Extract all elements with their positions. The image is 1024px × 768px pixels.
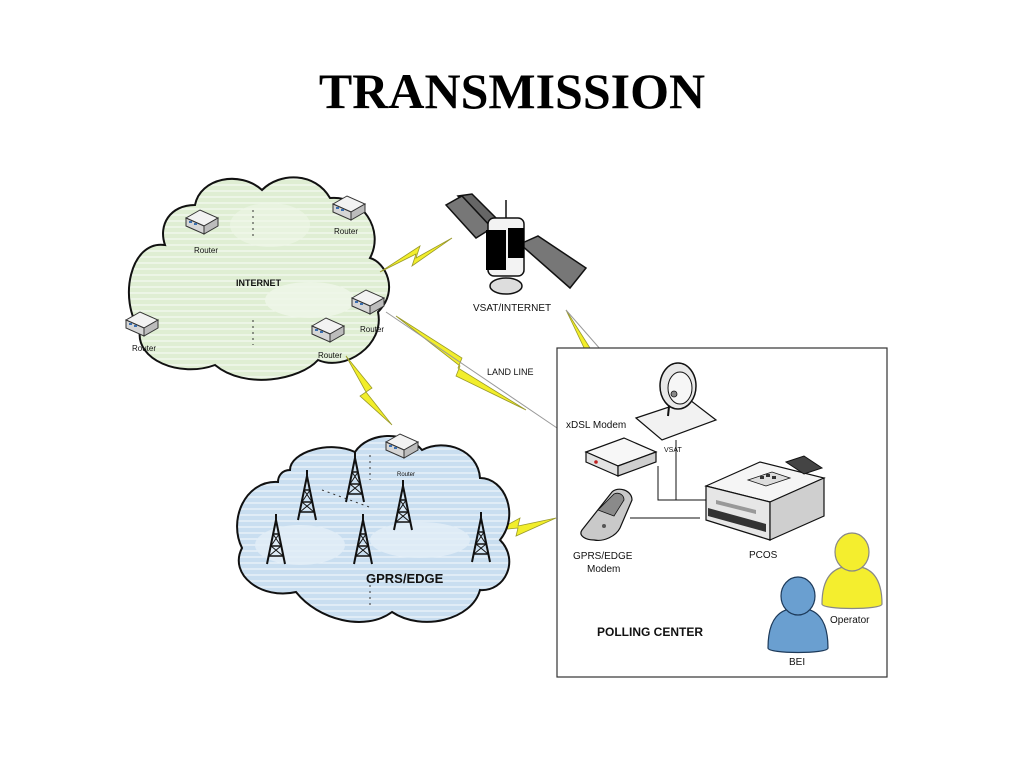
operator-label: Operator <box>830 615 870 626</box>
vsat-label: VSAT <box>664 447 682 454</box>
bei-label: BEI <box>789 657 805 668</box>
gprs-modem-label-line2: Modem <box>587 564 620 575</box>
land-line-label: LAND LINE <box>487 367 534 377</box>
router-label: Router <box>194 246 218 255</box>
router-label: Router <box>360 325 384 334</box>
gprs-modem-label-line1: GPRS/EDGE <box>573 551 633 562</box>
polling-center-label: POLLING CENTER <box>597 625 703 639</box>
gprs-internal-links <box>321 455 373 605</box>
polling-center-wiring <box>630 440 712 519</box>
pcos-label: PCOS <box>749 550 778 561</box>
vsat-dish-icon <box>634 362 718 441</box>
internet-label: INTERNET <box>236 278 282 288</box>
page-title: TRANSMISSION <box>318 63 706 119</box>
pcos-machine-icon <box>704 455 826 541</box>
operator-person-icon <box>821 532 883 610</box>
router-label: Router <box>318 351 342 360</box>
xdsl-modem-label: xDSL Modem <box>566 420 626 431</box>
satellite-icon <box>444 193 588 295</box>
xdsl-modem-icon <box>584 437 658 477</box>
gprs-modem-icon <box>580 488 633 541</box>
router-label: Router <box>334 227 358 236</box>
gprs-router-label: Router <box>397 472 415 478</box>
router-label: Router <box>132 344 156 353</box>
bei-person-icon <box>767 576 829 654</box>
lightning-links <box>345 237 611 537</box>
gprs-cloud-label: GPRS/EDGE <box>366 571 444 586</box>
satellite-label: VSAT/INTERNET <box>473 303 551 314</box>
